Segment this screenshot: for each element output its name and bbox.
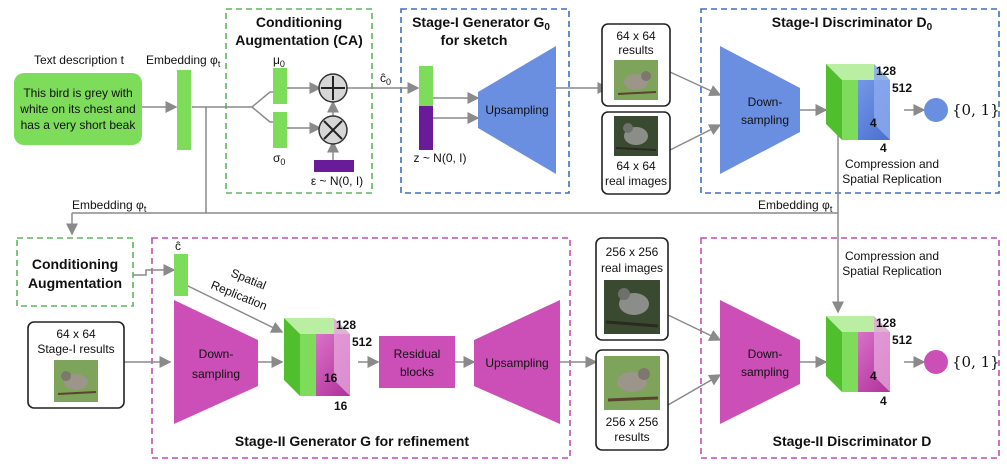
g0-upsampling-label: Upsampling (485, 103, 548, 117)
bird-image-stage1-results (54, 360, 98, 402)
d-output-node (924, 350, 948, 374)
d-downsampling-block (720, 300, 800, 424)
stage1-results-line-1: 64 x 64 (56, 327, 96, 341)
real-64-line-1: 64 x 64 (616, 159, 656, 173)
embedding-top-label: Embedding φt (146, 53, 221, 69)
bird-image-results-256 (604, 356, 660, 410)
g-upsampling-label: Upsampling (485, 356, 548, 370)
d-feature-cube (826, 316, 890, 392)
results-256-line-1: 256 x 256 (606, 415, 659, 429)
c-hat-bar (174, 254, 188, 296)
g-dim-16b: 16 (334, 399, 348, 413)
g-upsampling-block (474, 300, 560, 424)
epsilon-label: ε ~ N(0, I) (311, 174, 363, 188)
results-64-line-2: results (618, 43, 653, 57)
g-dim-128: 128 (336, 318, 356, 332)
ca2-group-box (16, 237, 134, 307)
mu0-bar (273, 68, 287, 104)
d0-output-label: {0, 1} (952, 101, 1000, 119)
g-dim-512: 512 (352, 335, 372, 349)
embedding-mid-left-label: Embedding φt (72, 198, 147, 214)
d0-output-node (924, 98, 948, 122)
epsilon-bar (314, 160, 354, 172)
text-description-line-3: has a very short beak (21, 118, 137, 132)
z-noise-label: z ~ N(0, I) (413, 151, 466, 165)
d-group-box (700, 237, 1000, 459)
ca-title-line-2: Augmentation (CA) (235, 32, 363, 48)
d0-downsampling-line-1: Down- (748, 95, 783, 109)
stage1-results-line-2: Stage-I results (37, 342, 114, 356)
residual-blocks (379, 336, 455, 388)
real-256-line-2: real images (601, 261, 663, 275)
g-downsampling-line-1: Down- (199, 347, 234, 361)
z-noise-bar (419, 106, 433, 150)
g-group-box (151, 237, 571, 459)
embedding-mid-right-label: Embedding φt (758, 198, 833, 214)
d0-group-box (700, 8, 1000, 194)
real-64-line-2: real images (605, 174, 667, 188)
d0-dim-4a: 4 (870, 116, 877, 130)
text-description-line-2: white on its chest and (19, 102, 135, 116)
d0-title: Stage-I Discriminator D0 (772, 14, 933, 33)
d-dim-128: 128 (876, 316, 896, 330)
d0-feature-cube (826, 64, 890, 140)
text-description-line-1: This bird is grey with (23, 86, 132, 100)
d-downsampling-line-2: sampling (741, 365, 789, 379)
d-dim-4b: 4 (880, 394, 887, 408)
d-downsampling-line-1: Down- (748, 347, 783, 361)
d-dim-4a: 4 (870, 369, 877, 383)
sigma0-bar (273, 112, 287, 148)
text-description-label: Text description t (34, 53, 125, 67)
d-dim-512: 512 (892, 333, 912, 347)
c0-hat-label: ĉ0 (380, 71, 391, 87)
bird-image-real-256 (604, 280, 660, 334)
real-256-line-1: 256 x 256 (606, 245, 659, 259)
sigma0-label: σ0 (273, 151, 285, 167)
ca2-line-2: Augmentation (28, 275, 122, 291)
g-downsampling-block (174, 300, 258, 424)
ca-group-box (225, 8, 373, 194)
g0-title-line-1: Stage-I Generator G0 (412, 14, 550, 33)
results-64-line-1: 64 x 64 (616, 29, 656, 43)
g-dim-16a: 16 (324, 371, 338, 385)
d-compress-line-1: Compression and (845, 249, 939, 263)
d-title: Stage-II Discriminator D (773, 433, 932, 449)
g0-group-box (400, 8, 570, 194)
d-compress-line-2: Spatial Replication (842, 264, 941, 278)
d0-dim-4b: 4 (880, 141, 887, 155)
d0-downsampling-block (720, 46, 800, 174)
residual-line-2: blocks (400, 365, 434, 379)
g-title: Stage-II Generator G for refinement (235, 433, 469, 449)
d-output-label: {0, 1} (952, 353, 1000, 371)
d0-dim-128: 128 (876, 64, 896, 78)
d0-compress-line-1: Compression and (845, 157, 939, 171)
embedding-bar (177, 70, 191, 150)
text-description-box (14, 73, 142, 145)
bird-image-real-64 (614, 116, 658, 156)
results-256-line-2: results (614, 430, 649, 444)
c0-bar (419, 66, 433, 106)
ca-title-line-1: Conditioning (256, 14, 342, 30)
g0-upsampling-block (478, 46, 556, 174)
c-hat-label: ĉ (175, 239, 181, 253)
d0-dim-512: 512 (892, 81, 912, 95)
g-feature-cube (284, 318, 350, 396)
g-downsampling-line-2: sampling (192, 367, 240, 381)
d0-downsampling-line-2: sampling (741, 113, 789, 127)
mu0-label: μ0 (273, 53, 285, 69)
bird-image-results-64 (614, 60, 658, 100)
residual-line-1: Residual (394, 347, 441, 361)
d0-compress-line-2: Spatial Replication (842, 172, 941, 186)
ca2-line-1: Conditioning (32, 256, 118, 272)
g0-title-line-2: for sketch (441, 32, 508, 48)
